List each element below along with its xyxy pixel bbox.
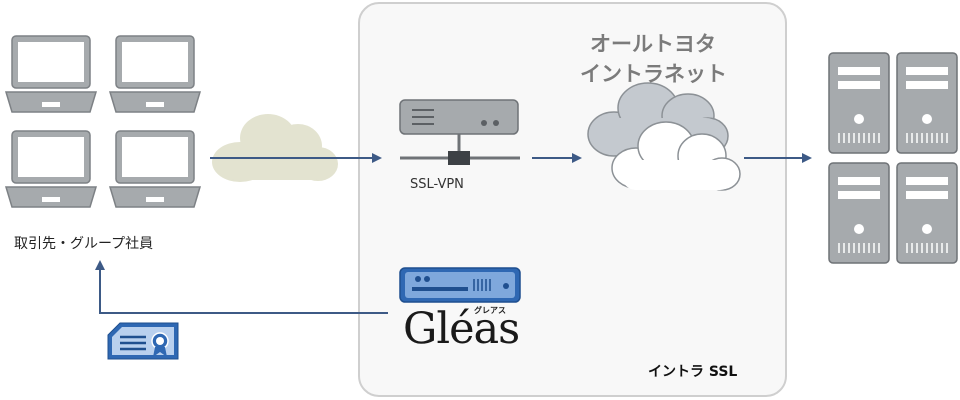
laptop-icon <box>108 35 202 113</box>
vpn-label: SSL-VPN <box>410 177 464 192</box>
intranet-label-line2: イントラネット <box>580 62 727 86</box>
vpn-appliance-icon <box>399 99 520 165</box>
intranet-label-line1: オールトヨタ <box>590 32 716 56</box>
gleas-appliance-icon <box>399 267 521 303</box>
certificate-icon <box>107 322 179 360</box>
laptop-icon <box>108 130 202 208</box>
intranet-cloud-icon <box>587 82 741 191</box>
arrow-gleas-to-clients <box>95 260 388 314</box>
server-icon <box>896 52 958 154</box>
intra-ssl-label: イントラ SSL <box>648 364 738 380</box>
server-icon <box>828 162 890 264</box>
laptop-icon <box>4 130 98 208</box>
internet-cloud-icon <box>212 114 338 182</box>
clients-label: 取引先・グループ社員 <box>14 236 154 252</box>
server-icon <box>896 162 958 264</box>
gleas-logo: Gléas <box>403 304 520 354</box>
laptop-icon <box>4 35 98 113</box>
gleas-logo-kana: グレアス <box>474 306 506 315</box>
server-icon <box>828 52 890 154</box>
